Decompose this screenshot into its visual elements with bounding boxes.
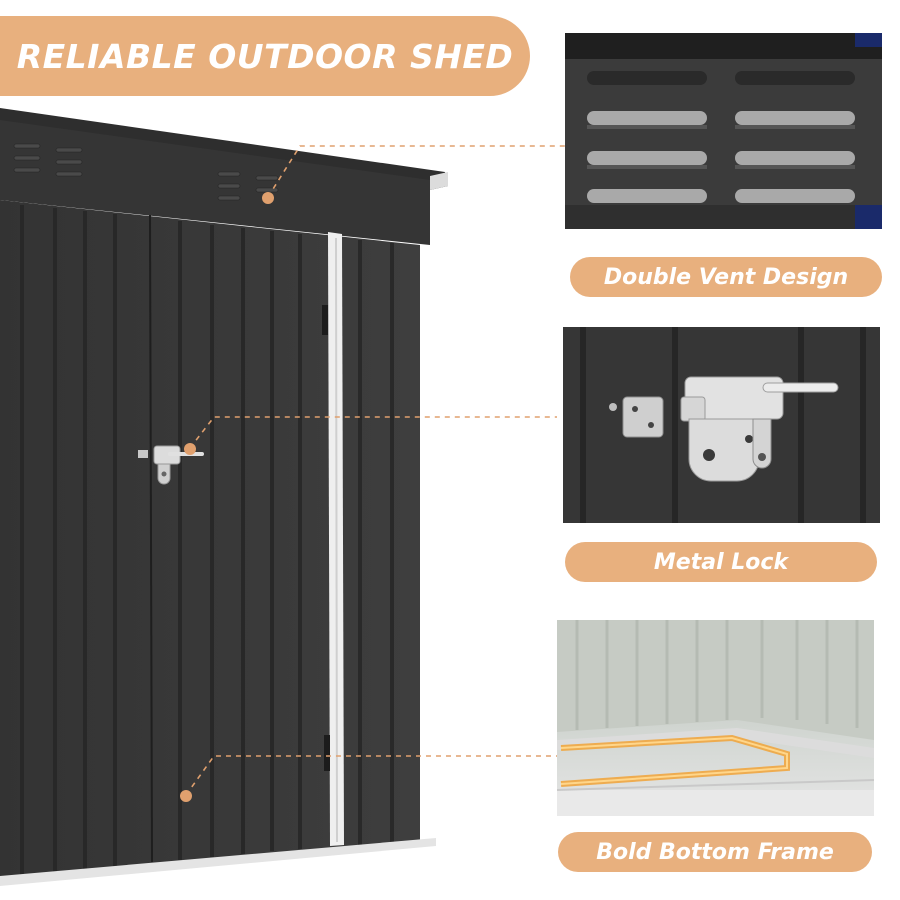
shed-panel-ribs [20, 205, 394, 875]
lock-detail-panel [563, 327, 880, 523]
feature-label-frame-text: Bold Bottom Frame [596, 839, 834, 865]
shed-bottom-trim [0, 838, 436, 886]
frame-detail-panel [557, 620, 874, 816]
hinge-top [322, 305, 328, 335]
lock-detail-icon [563, 327, 880, 523]
door-lock [138, 445, 204, 485]
headline-banner: RELIABLE OUTDOOR SHED [0, 16, 530, 96]
callout-dots [180, 192, 274, 802]
feature-label-vent: Double Vent Design [570, 257, 882, 297]
shed-header [0, 120, 430, 245]
feature-label-lock: Metal Lock [565, 542, 877, 582]
feature-label-vent-text: Double Vent Design [603, 264, 849, 290]
vent-detail-panel [565, 33, 882, 229]
header-vents [13, 143, 279, 201]
feature-label-frame: Bold Bottom Frame [558, 832, 872, 872]
hinge-bottom [324, 735, 330, 771]
callout-lines [185, 145, 565, 796]
vent-detail-icon [565, 33, 882, 229]
feature-label-lock-text: Metal Lock [653, 549, 789, 575]
frame-detail-icon [557, 620, 874, 816]
headline-text: RELIABLE OUTDOOR SHED [16, 36, 514, 76]
